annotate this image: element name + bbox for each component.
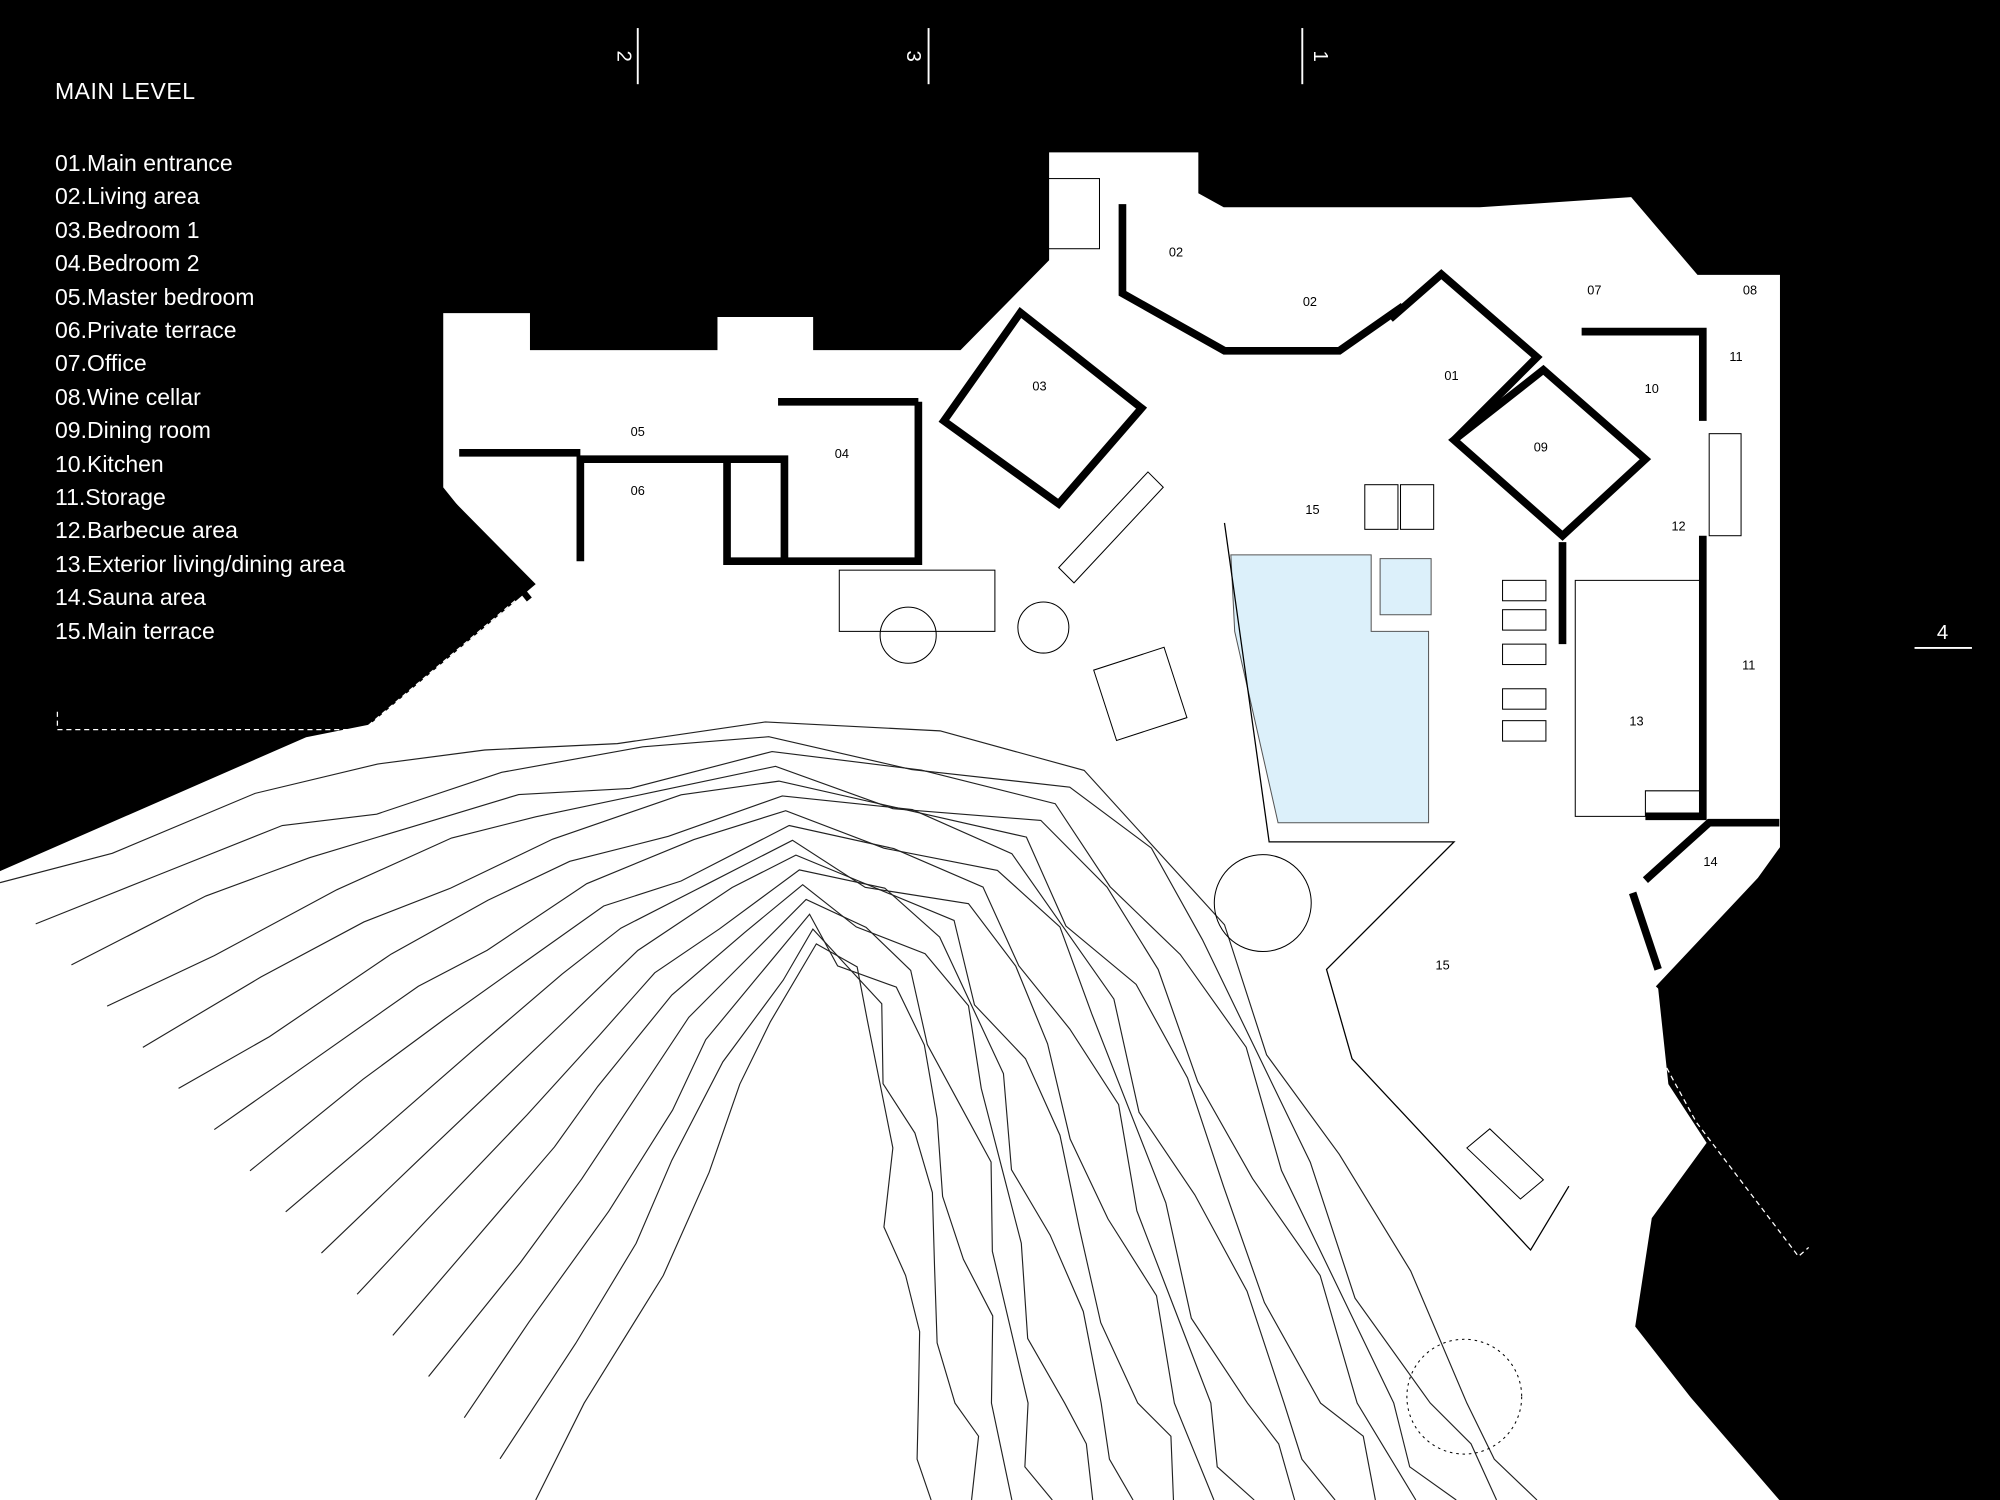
grid-marker-4: 4	[1937, 622, 1948, 644]
room-label-04: 04	[835, 446, 849, 461]
room-labels: 01 02 02 03 04 05 06 07 08 09 10 11 11 1…	[631, 244, 1757, 972]
building-outline-wall	[436, 146, 1787, 991]
room-label-08: 08	[1743, 283, 1757, 298]
terrain-contours	[0, 721, 1538, 1500]
room-label-02: 02	[1169, 244, 1183, 259]
contour-line	[0, 721, 1538, 1500]
contour-line	[213, 810, 1296, 1500]
sunbed	[1502, 579, 1547, 602]
contour-line	[285, 839, 1215, 1500]
wall	[1581, 327, 1707, 421]
contour-line	[71, 750, 1457, 1500]
room-label-12: 12	[1671, 519, 1685, 534]
contour-line	[535, 943, 932, 1500]
room-label-15: 15	[1305, 502, 1319, 517]
contour-line	[178, 795, 1336, 1500]
legend-item: 05.Master bedroom	[55, 283, 255, 310]
staircases	[1047, 178, 1742, 1200]
legend-item: 09.Dining room	[55, 417, 211, 444]
dashed-walkway	[56, 599, 517, 731]
legend-item: 08.Wine cellar	[55, 383, 201, 410]
room-label-11: 11	[1729, 349, 1742, 364]
pool-spa	[1379, 558, 1432, 616]
legend-item: 04.Bedroom 2	[55, 250, 200, 277]
dashed-walkway	[1657, 1051, 1810, 1258]
legend-item: 02.Living area	[55, 183, 200, 210]
legend-title: MAIN LEVEL	[55, 78, 196, 104]
pool	[1230, 554, 1430, 824]
legend-item: 15.Main terrace	[55, 617, 215, 644]
contour-line	[321, 854, 1175, 1500]
wall	[1642, 818, 1780, 883]
site-land	[0, 147, 1784, 1500]
legend-item: 06.Private terrace	[55, 317, 237, 344]
pool-edge	[1223, 522, 1570, 1252]
exterior-dining-table	[1574, 579, 1704, 817]
room-label-10: 10	[1645, 381, 1659, 396]
legend-item: 14.Sauna area	[55, 584, 206, 611]
room-label-13: 13	[1629, 714, 1643, 729]
legend-item: 01.Main entrance	[55, 150, 233, 176]
wall	[1629, 891, 1662, 971]
sunbed	[1502, 609, 1547, 631]
sunbed	[1399, 484, 1435, 530]
tree	[1213, 854, 1312, 953]
stair	[1057, 471, 1164, 584]
room-label-09: 09	[1534, 440, 1548, 455]
contour-line	[356, 869, 1134, 1500]
wall	[576, 455, 789, 562]
room-label-03: 03	[1032, 378, 1046, 393]
legend-list: 01.Main entrance 02.Living area 03.Bedro…	[55, 147, 345, 648]
room-label-01: 01	[1444, 368, 1458, 383]
wall	[1448, 364, 1652, 541]
room-label-15: 15	[1436, 957, 1450, 972]
legend-item: 03.Bedroom 1	[55, 216, 200, 243]
table	[838, 569, 996, 632]
contour-line	[35, 736, 1498, 1500]
sunbed	[1502, 643, 1547, 666]
wall	[1118, 204, 1406, 355]
contour-line	[499, 928, 980, 1500]
grid-markers: 2 3 1 4	[612, 28, 1972, 649]
outdoor-bed	[1093, 646, 1188, 742]
grid-marker-1: 1	[1309, 50, 1331, 61]
room-label-02: 02	[1303, 294, 1317, 309]
stair	[1466, 1128, 1545, 1200]
legend-item: 11.Storage	[55, 484, 166, 511]
wall	[723, 401, 923, 566]
sunbed	[1502, 720, 1547, 742]
outdoor-furniture	[838, 484, 1704, 1455]
contour-line	[428, 898, 1053, 1500]
stair	[1708, 433, 1742, 537]
legend: MAIN LEVEL 01.Main entrance 02.Living ar…	[55, 78, 345, 648]
legend-item: 07.Office	[55, 350, 147, 377]
contour-line	[249, 824, 1255, 1500]
contour-line	[463, 913, 1013, 1500]
room-label-14: 14	[1703, 854, 1717, 869]
room-label-05: 05	[631, 424, 645, 439]
contour-line	[392, 883, 1094, 1500]
sunbed	[1502, 688, 1547, 710]
wall	[1387, 269, 1543, 443]
room-label-11: 11	[1742, 658, 1755, 673]
stair	[1047, 178, 1100, 250]
legend-item: 12.Barbecue area	[55, 517, 238, 544]
tree	[1406, 1338, 1523, 1455]
wall	[938, 306, 1148, 509]
grid-marker-3: 3	[902, 50, 924, 61]
room-label-07: 07	[1587, 283, 1601, 298]
legend-item: 10.Kitchen	[55, 450, 164, 477]
contour-line	[142, 780, 1376, 1500]
legend-item: 13.Exterior living/dining area	[55, 550, 346, 577]
grid-marker-2: 2	[612, 50, 634, 61]
tree	[879, 606, 937, 664]
contour-line	[106, 765, 1417, 1500]
tree	[1017, 601, 1070, 654]
sunbed	[1364, 484, 1399, 530]
room-label-06: 06	[631, 483, 645, 498]
